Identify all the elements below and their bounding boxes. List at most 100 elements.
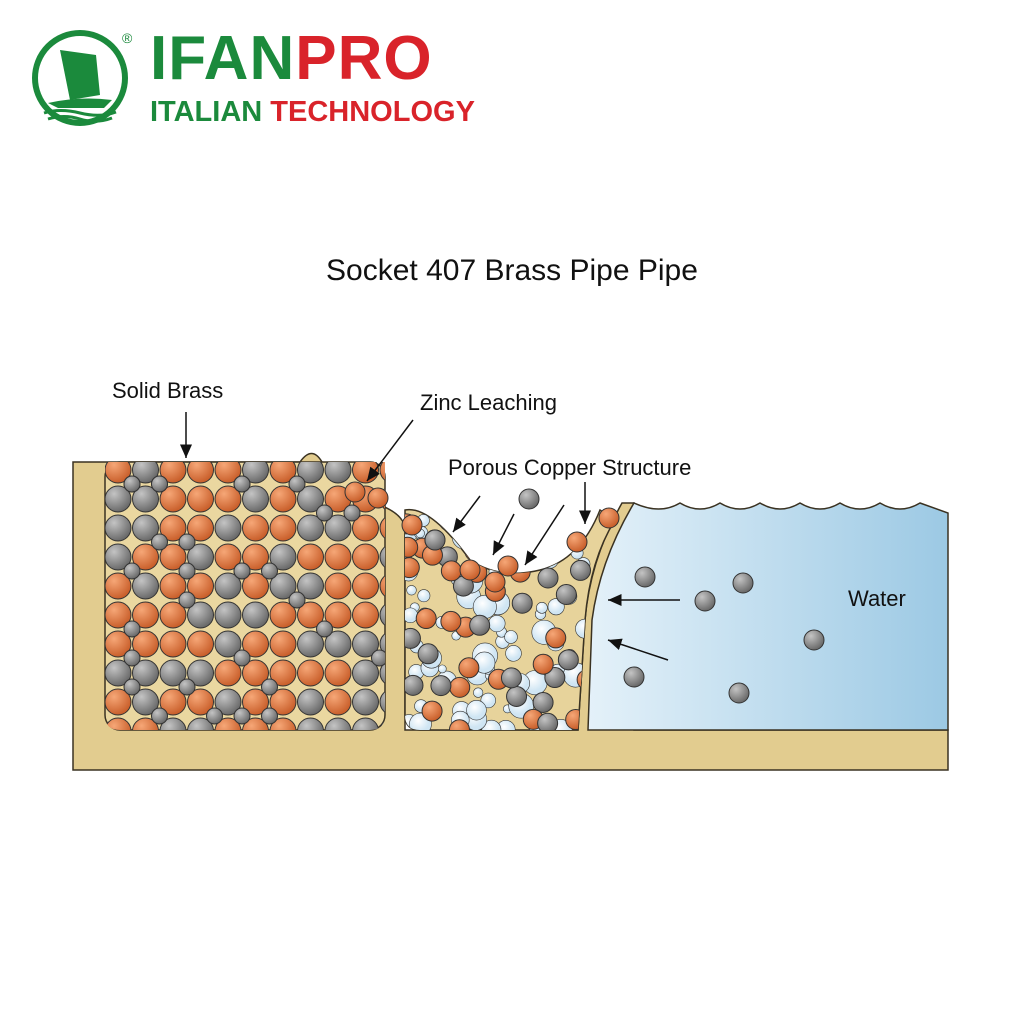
copper-atom xyxy=(214,485,242,513)
zinc-atom xyxy=(500,667,522,689)
copper-atom xyxy=(352,543,379,571)
zinc-atom xyxy=(297,462,324,484)
zinc-atom xyxy=(297,514,324,542)
zinc-atom xyxy=(379,659,385,687)
pore xyxy=(417,589,431,603)
zinc-atom xyxy=(532,691,554,713)
copper-atom xyxy=(214,462,242,484)
zinc-atom xyxy=(105,514,132,542)
zinc-atom xyxy=(233,562,251,580)
copper-atom xyxy=(242,688,269,716)
zinc-atom xyxy=(187,659,214,687)
zinc-atom xyxy=(123,475,141,493)
zinc-atom xyxy=(123,620,141,638)
zinc-atom xyxy=(316,620,333,638)
label-solid-brass: Solid Brass xyxy=(112,378,224,403)
zinc-atom xyxy=(261,707,278,725)
pore xyxy=(572,513,587,528)
copper-atom xyxy=(449,676,471,698)
zinc-atom xyxy=(557,649,579,671)
label-porous-copper: Porous Copper Structure xyxy=(448,455,692,480)
copper-atom xyxy=(132,601,159,629)
zinc-atom xyxy=(105,659,132,687)
zinc-atom xyxy=(214,630,242,658)
pore xyxy=(437,664,447,674)
pore xyxy=(495,509,518,516)
zinc-atom xyxy=(242,485,269,513)
label-water: Water xyxy=(848,586,906,611)
copper-atom xyxy=(242,514,269,542)
copper-atom xyxy=(507,534,529,556)
copper-atom xyxy=(269,462,297,484)
zinc-atom xyxy=(352,630,379,658)
copper-atom xyxy=(324,572,352,600)
copper-atom xyxy=(159,572,187,600)
sailboat-icon xyxy=(60,50,100,100)
zinc-atom xyxy=(233,649,251,667)
copper-atom xyxy=(242,717,269,730)
zinc-atom xyxy=(132,688,159,716)
arrow-porous-3 xyxy=(524,504,565,566)
zinc-atom xyxy=(324,462,352,484)
copper-atom xyxy=(405,536,419,558)
zinc-atom xyxy=(694,590,716,612)
zinc-atom xyxy=(214,572,242,600)
logo-brand-green: IFAN xyxy=(150,24,296,93)
copper-atom xyxy=(566,531,588,553)
zinc-atom xyxy=(803,629,825,651)
zinc-atom xyxy=(324,717,352,730)
copper-atom xyxy=(344,481,366,503)
copper-atom xyxy=(269,659,297,687)
pore xyxy=(505,645,522,662)
zinc-atom xyxy=(132,462,159,484)
zinc-atom xyxy=(178,591,196,609)
zinc-atom xyxy=(316,504,333,522)
zinc-atom xyxy=(123,678,141,696)
copper-atom xyxy=(242,659,269,687)
logo-brand: IFANPRO xyxy=(150,28,433,90)
copper-atom xyxy=(159,485,187,513)
pore xyxy=(540,549,559,569)
copper-atom xyxy=(324,688,352,716)
copper-atom xyxy=(464,540,486,562)
copper-atom xyxy=(105,688,132,716)
copper-atom xyxy=(187,630,214,658)
zinc-atom xyxy=(132,514,159,542)
zinc-atom xyxy=(417,643,439,665)
copper-atom xyxy=(269,688,297,716)
zinc-atom xyxy=(297,717,324,730)
copper-atom xyxy=(484,571,506,593)
zinc-atom xyxy=(379,630,385,658)
copper-atom xyxy=(214,543,242,571)
copper-atom xyxy=(105,630,132,658)
zinc-atom xyxy=(537,567,559,589)
zinc-atom xyxy=(379,543,385,571)
zinc-atom xyxy=(343,504,361,522)
arrow-porous-1 xyxy=(452,495,481,533)
copper-atom xyxy=(324,601,352,629)
diagram-title: Socket 407 Brass Pipe Pipe xyxy=(326,254,698,287)
pore xyxy=(414,492,430,508)
pore xyxy=(536,602,548,614)
copper-atom xyxy=(187,688,214,716)
copper-atom xyxy=(242,630,269,658)
zinc-atom xyxy=(132,485,159,513)
copper-atom xyxy=(352,514,379,542)
zinc-atom xyxy=(214,601,242,629)
zinc-atom xyxy=(288,591,306,609)
zinc-atom xyxy=(123,649,141,667)
zinc-atom xyxy=(297,485,324,513)
arrows xyxy=(180,412,680,661)
arrow-zinc-leaching xyxy=(366,419,414,482)
zinc-atom xyxy=(214,688,242,716)
zinc-atom xyxy=(518,488,540,510)
zinc-atom xyxy=(379,688,385,716)
zinc-atom xyxy=(424,529,446,551)
copper-atom xyxy=(242,543,269,571)
copper-atom xyxy=(187,514,214,542)
logo-brand-red: PRO xyxy=(295,24,433,93)
zinc-atom xyxy=(159,659,187,687)
zinc-atom xyxy=(269,543,297,571)
pore xyxy=(466,699,487,721)
